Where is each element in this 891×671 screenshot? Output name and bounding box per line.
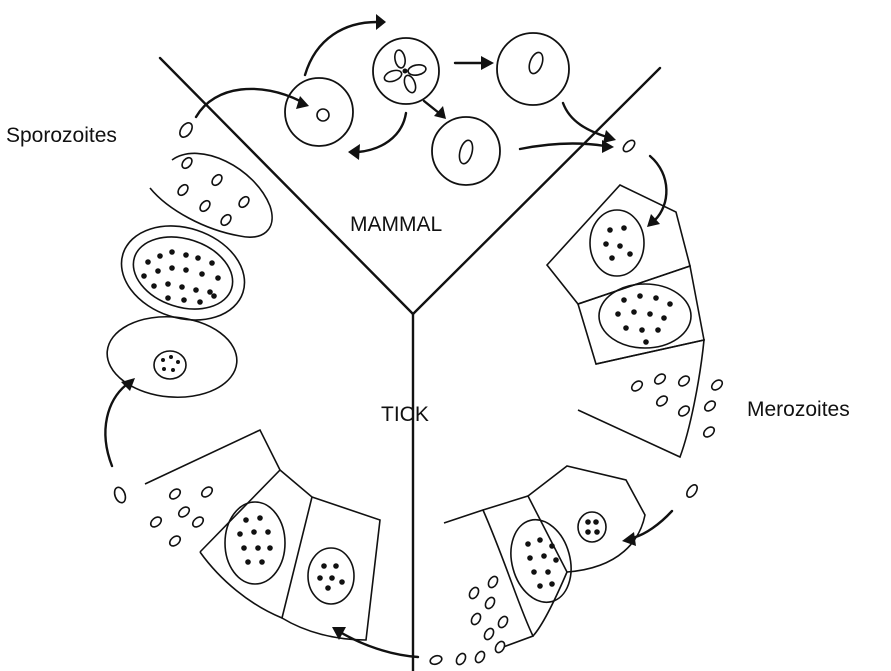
inclusion-dot <box>183 252 189 258</box>
inclusion-dot <box>541 553 547 559</box>
mammal-blood-stage <box>285 33 569 185</box>
dividing-red-blood-cell <box>373 38 439 104</box>
inclusion-dot <box>165 295 171 301</box>
inclusion-dot <box>141 273 147 279</box>
inclusion-dot <box>647 311 653 317</box>
red-blood-cell-with-gametocyte <box>432 117 500 185</box>
gamete-entry <box>621 138 666 227</box>
inclusion-dot <box>621 225 627 231</box>
inclusion-dot <box>245 559 251 565</box>
inclusion-dot <box>667 301 673 307</box>
inclusion-dot <box>237 531 243 537</box>
inclusion-dot <box>637 293 643 299</box>
inclusion-dot <box>215 275 221 281</box>
tick-to-salivary-arrow <box>105 378 135 466</box>
inclusion-dot <box>655 327 661 333</box>
kinetes-group-lower-left <box>113 485 215 548</box>
host-divider-lines <box>160 58 660 671</box>
inclusion-dot <box>623 325 629 331</box>
inclusion-dot <box>549 581 555 587</box>
inclusion-dot <box>329 575 335 581</box>
inclusion-dot <box>211 293 217 299</box>
inclusion-dot <box>643 339 649 345</box>
red-blood-cell-with-trophozoite <box>497 33 569 105</box>
sporozoite-free <box>177 121 194 140</box>
inclusion-dot <box>661 315 667 321</box>
inclusion-dot <box>179 284 185 290</box>
inclusion-dot <box>631 309 637 315</box>
salivary-gland-acinus <box>109 211 257 336</box>
inclusion-dot <box>243 517 249 523</box>
inclusion-dot <box>615 311 621 317</box>
inclusion-dot <box>265 529 271 535</box>
inclusion-dot <box>155 268 161 274</box>
inclusion-dot <box>621 297 627 303</box>
inclusion-dot <box>241 545 247 551</box>
inclusion-dot <box>209 260 215 266</box>
inclusion-dot <box>151 283 157 289</box>
kinete-cell <box>104 311 240 402</box>
inclusion-dot <box>585 529 591 535</box>
inclusion-dot <box>193 287 199 293</box>
inclusion-dot <box>585 519 591 525</box>
inclusion-dot <box>157 253 163 259</box>
inclusion-dot <box>537 537 543 543</box>
inclusion-dot <box>199 271 205 277</box>
inclusion-dot <box>259 559 265 565</box>
tick-label: TICK <box>381 403 429 426</box>
inclusion-dot <box>593 519 599 525</box>
inclusion-dot <box>321 563 327 569</box>
inclusion-dot <box>607 227 613 233</box>
inclusion-dot <box>257 515 263 521</box>
inclusion-dot <box>333 563 339 569</box>
inclusion-dot <box>553 557 559 563</box>
inclusion-dot <box>145 259 151 265</box>
inclusion-dot <box>251 529 257 535</box>
inclusion-dot <box>603 241 609 247</box>
mammal-label: MAMMAL <box>350 213 442 236</box>
inclusion-dot <box>627 251 633 257</box>
merozoites-label: Merozoites <box>747 398 850 421</box>
inclusion-dot <box>531 569 537 575</box>
inclusion-dot <box>317 575 323 581</box>
inclusion-dot <box>325 585 331 591</box>
merozoite-to-tick-arrow <box>332 627 443 666</box>
merozoites-group-right <box>630 372 724 439</box>
sporozoites-label: Sporozoites <box>6 124 117 147</box>
inclusion-dot <box>653 295 659 301</box>
inclusion-dot <box>609 255 615 261</box>
inclusion-dot <box>267 545 273 551</box>
inclusion-dot <box>255 545 261 551</box>
inclusion-dot <box>549 543 555 549</box>
gut-cell-dots-lower-right <box>525 519 600 589</box>
inclusion-dot <box>195 255 201 261</box>
inclusion-dot <box>639 327 645 333</box>
inclusion-dot <box>594 529 600 535</box>
inclusion-dot <box>339 579 345 585</box>
inclusion-dot <box>525 541 531 547</box>
salivary-gland-sporozoite-cell <box>150 153 272 237</box>
inclusion-dot <box>169 265 175 271</box>
inclusion-dot <box>617 243 623 249</box>
inclusion-dot <box>207 289 213 295</box>
infected-red-blood-cell <box>285 78 353 146</box>
inclusion-dot <box>527 555 533 561</box>
inclusion-dot <box>545 569 551 575</box>
gut-epithelium-lower-left <box>145 430 380 640</box>
inclusion-dot <box>197 299 203 305</box>
inclusion-dot <box>169 249 175 255</box>
inclusion-dot <box>183 267 189 273</box>
inclusion-dot <box>537 583 543 589</box>
inclusion-dot <box>181 297 187 303</box>
inclusion-dot <box>165 281 171 287</box>
merozoites-group-bottom <box>455 575 510 666</box>
